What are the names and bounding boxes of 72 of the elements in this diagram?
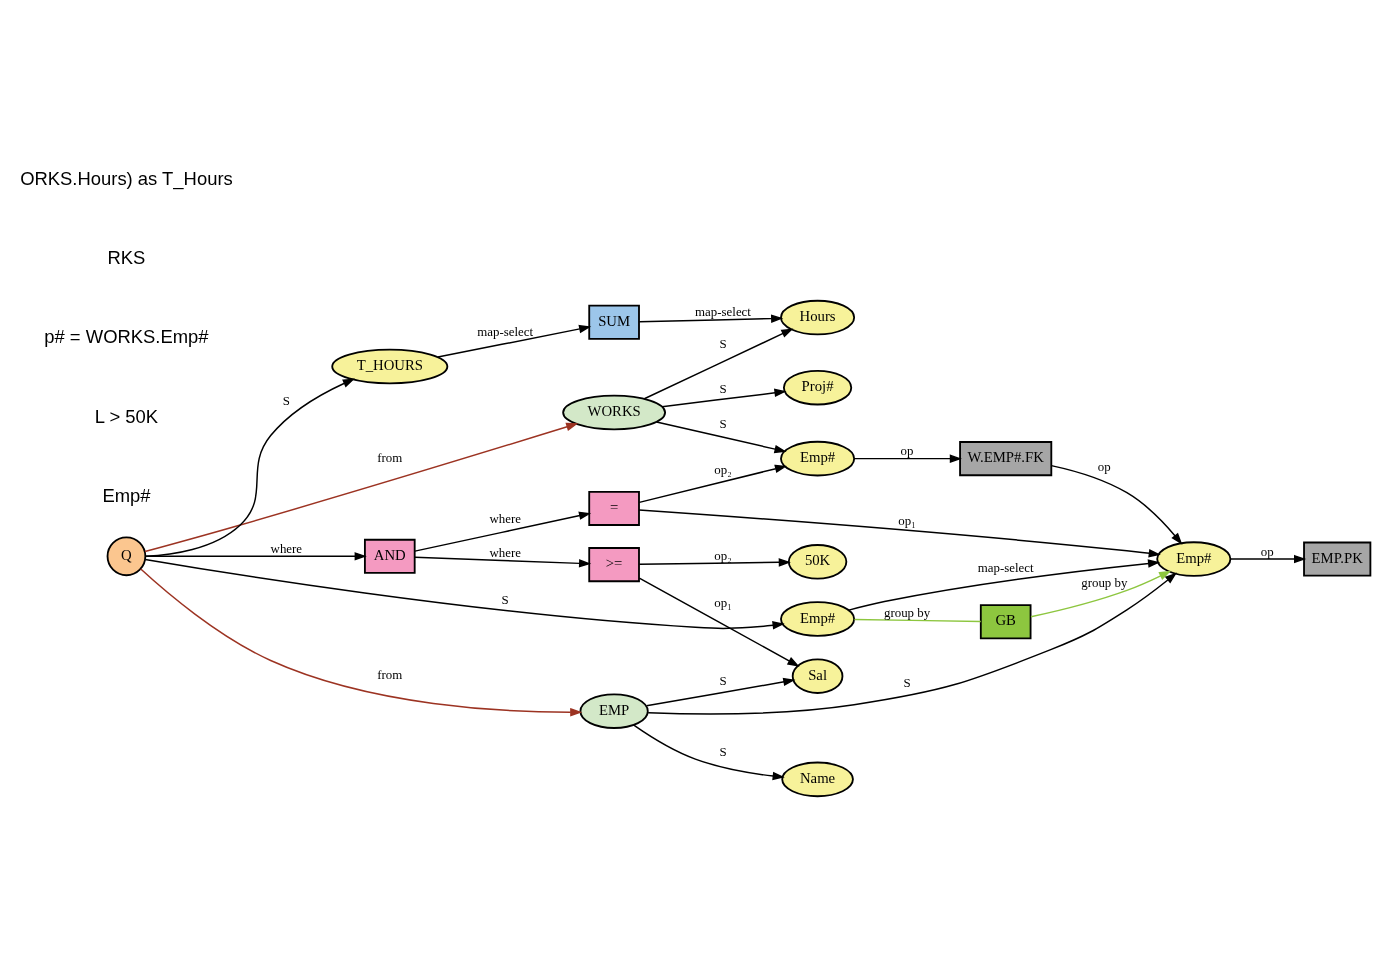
edge-label: S [719,337,727,352]
label: RKS [107,247,146,269]
edge-label: where [489,545,521,560]
edge-label: map-select [695,304,751,319]
arrow [643,328,794,400]
label: ORKS.Hours) as T_Hours [20,167,233,189]
node-box: >= [588,547,640,583]
arrow [144,378,355,557]
node-box: AND [364,538,416,574]
edge-label: group by [883,606,931,621]
label: L > 50K [94,405,159,427]
arrow [638,314,784,323]
arrow [144,558,785,630]
arrow [638,577,800,667]
edge-label: op₁ [714,596,732,611]
node-box: = [588,490,640,526]
label: p# = WORKS.Emp# [44,326,209,348]
edge-label: from [377,668,403,683]
arrow [645,677,796,707]
arrow [1030,570,1172,618]
node-ellipse: T_HOURS [331,348,449,385]
node-ellipse: Proj# [782,369,853,406]
edge-label: op₂ [714,462,732,477]
arrow [140,568,583,717]
edge-label: from [377,450,403,465]
node-box: GB [979,604,1032,640]
arrow [414,511,592,552]
arrow [1229,554,1307,564]
arrow [661,388,787,408]
arrow [853,454,962,463]
node-box: EMP.PK [1303,541,1372,577]
arrow [638,464,788,504]
node-box: SUM [588,304,640,340]
edge-label: op₁ [898,514,916,529]
edge-label: S [719,673,727,688]
arrow [145,552,367,561]
node-ellipse: Emp# [780,440,856,477]
node-ellipse: Sal [791,658,844,694]
arrow [414,556,592,568]
node-ellipse: 50K [787,544,848,580]
edge-label: group by [1081,575,1128,590]
edge-label: S [719,417,727,432]
edge-label: op₂ [714,549,732,564]
node-ellipse: Emp# [780,601,856,637]
arrow [638,558,791,567]
arrow [1050,464,1183,545]
edge-label: op [1097,459,1111,474]
arrow [638,509,1161,558]
arrow [848,559,1161,611]
node-ellipse: Emp# [1156,541,1232,577]
arrow [144,422,579,553]
edge-label: S [719,744,727,759]
edge-label: S [903,676,911,691]
edge-label: S [282,394,290,409]
edge-label: map-select [477,325,534,340]
edge-label: op [900,444,914,459]
arrow [633,724,785,781]
edge-label: S [719,382,727,397]
node-box: W.EMP#.FK [959,441,1053,477]
edge-label: map-select [977,561,1034,576]
edge-label: where [489,512,521,527]
node-ellipse: EMP [579,693,649,729]
label: Emp# [102,484,151,506]
node-ellipse: Name [781,761,854,798]
edge-label: op [1260,544,1274,559]
connector [853,618,982,623]
arrow [437,324,592,358]
edge-label: where [270,541,303,556]
arrow [647,572,1177,715]
node-circle: Q [106,536,147,577]
edge-label: S [501,593,509,608]
arrow [655,421,787,454]
